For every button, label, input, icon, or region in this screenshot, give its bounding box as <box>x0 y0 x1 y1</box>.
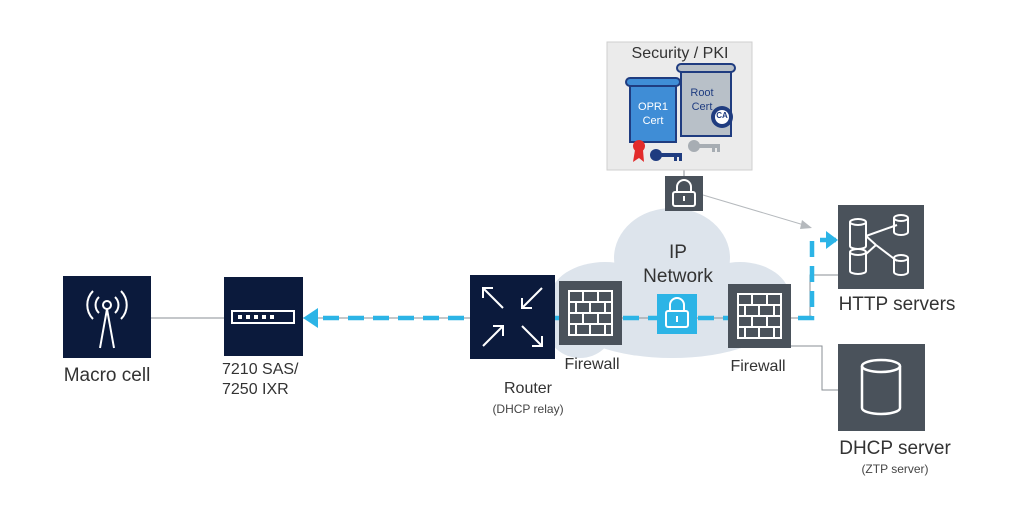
ca-badge: CA <box>716 111 728 120</box>
root-cert-line2: Cert <box>691 101 713 113</box>
key-icon <box>688 140 720 152</box>
database-icon <box>860 358 902 416</box>
http-servers-label: HTTP servers <box>838 294 956 315</box>
router-label: Router <box>503 380 553 397</box>
firewall-1-label: Firewall <box>564 356 620 373</box>
tunnel-lock-icon <box>657 294 697 334</box>
security-pki-title: Security / PKI <box>631 45 729 62</box>
certificate-icon <box>633 140 645 162</box>
firewall-icon <box>568 290 613 336</box>
pki-to-http-arrow <box>702 194 812 229</box>
firewall-icon <box>737 293 782 339</box>
macro-cell-node[interactable] <box>63 276 151 358</box>
sas-device-node[interactable] <box>224 277 303 356</box>
ip-network-label-line2: Network <box>643 266 713 287</box>
opr1-cert-line1: OPR1 <box>638 101 668 113</box>
router-arrows-icon <box>482 287 543 347</box>
opr1-cert-icon <box>625 77 681 143</box>
dhcp-server-sublabel: (ZTP server) <box>861 462 929 476</box>
http-servers-node[interactable] <box>838 205 924 289</box>
firewall-1-node[interactable] <box>559 281 622 345</box>
router-node[interactable] <box>470 275 555 359</box>
key-icon <box>650 149 682 161</box>
antenna-icon <box>86 290 128 349</box>
root-cert-line1: Root <box>690 87 714 99</box>
firewall-2-node[interactable] <box>728 284 791 348</box>
security-pki-box[interactable] <box>606 41 753 171</box>
firewall-2-label: Firewall <box>730 358 786 375</box>
dhcp-server-node[interactable] <box>838 344 925 431</box>
macro-cell-label: Macro cell <box>63 365 151 386</box>
ip-network-label-line1: IP <box>669 242 687 263</box>
dhcp-server-label: DHCP server <box>839 438 951 459</box>
root-cert-icon <box>676 63 736 137</box>
server-cluster-icon <box>849 214 909 276</box>
router-sublabel: (DHCP relay) <box>492 402 564 416</box>
switch-icon <box>231 310 295 324</box>
opr1-cert-line2: Cert <box>642 115 664 127</box>
sas-device-label-line1: 7210 SAS/ <box>222 361 299 378</box>
lock-icon <box>665 176 703 211</box>
sas-device-label-line2: 7250 IXR <box>222 381 289 398</box>
